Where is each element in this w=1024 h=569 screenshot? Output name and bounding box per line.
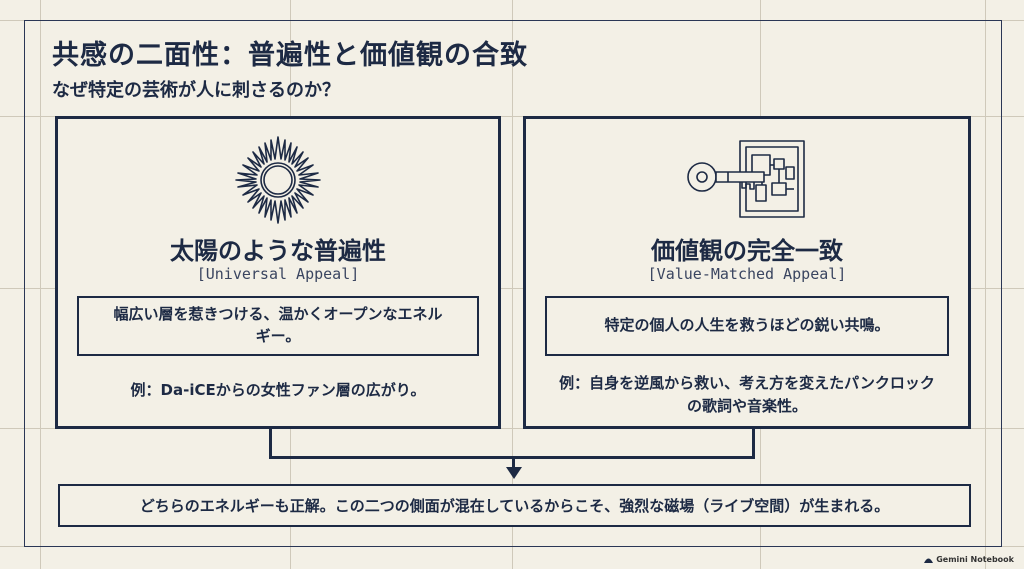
description-text: 特定の個人の人生を救うほどの鋭い共鳴。 [604,316,890,335]
panel-value-matched-appeal: 価値観の完全一致 [Value-Matched Appeal] 特定の個人の人生… [523,116,971,429]
connector-right [752,429,755,459]
conclusion-text: どちらのエネルギーも正解。この二つの側面が混在しているからこそ、強烈な磁場（ライ… [139,497,890,515]
description-box: 特定の個人の人生を救うほどの鋭い共鳴。 [545,296,949,356]
footer-brand-label: Gemini Notebook [936,555,1014,564]
panel-universal-appeal: 太陽のような普遍性 [Universal Appeal] 幅広い層を惹きつける、… [55,116,501,429]
grid-line [512,0,513,569]
outer-frame [24,20,1002,547]
panel-heading: 太陽のような普遍性 [170,237,386,265]
notebook-logo-icon [924,558,934,563]
page-title: 共感の二面性：普遍性と価値観の合致 [52,40,528,71]
description-box: 幅広い層を惹きつける、温かくオープンなエネルギー。 [77,296,479,356]
connector-down [512,456,515,468]
example-text: 例：自身を逆風から救い、考え方を変えたパンクロックの歌詞や音楽性。 [559,374,935,415]
arrow-down-icon [506,467,522,479]
grid-line [985,0,986,569]
page-subtitle: なぜ特定の芸術が人に刺さるのか？ [52,80,340,101]
grid-line [40,0,41,569]
panel-heading: 価値観の完全一致 [651,237,843,265]
key-lock-icon [682,137,812,227]
footer-brand: Gemini Notebook [924,555,1014,564]
sun-icon [233,135,323,229]
example-text: 例：Da-iCEからの女性ファン層の広がり。 [130,381,426,399]
panel-subheading: [Universal Appeal] [196,265,360,283]
description-text: 幅広い層を惹きつける、温かくオープンなエネルギー。 [113,305,443,345]
conclusion-box: どちらのエネルギーも正解。この二つの側面が混在しているからこそ、強烈な磁場（ライ… [58,484,971,527]
connector-left [269,429,272,459]
panel-subheading: [Value-Matched Appeal] [647,265,847,283]
